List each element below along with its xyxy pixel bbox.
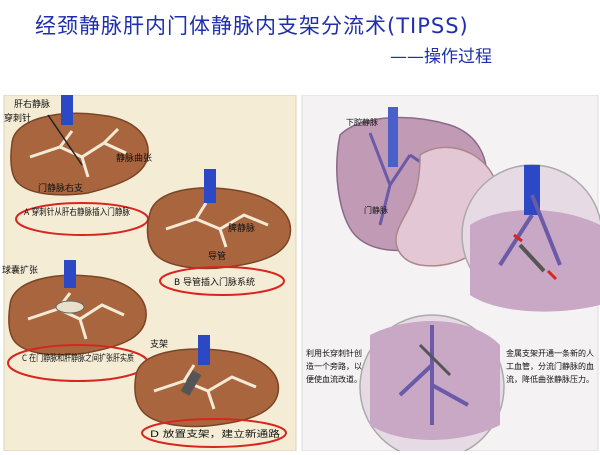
liver-c (8, 260, 147, 356)
caption-right-text: 金属支架开通一条新的人工血管，分流门静脉的血流，降低曲张静脉压力。 (506, 349, 594, 384)
zoom-circle-top (461, 164, 600, 312)
label-hepatic-vein-right: 肝右静脉 (14, 98, 50, 110)
label-puncture-needle: 穿刺针 (4, 112, 31, 124)
zoom-circle-bottom (359, 314, 505, 455)
step-d-oval (141, 418, 287, 448)
label-varices: 静脉曲张 (116, 152, 152, 164)
label-splenic-vein: 脾静脉 (228, 222, 255, 234)
liver-b (146, 169, 292, 270)
caption-left: 利用长穿刺针创造一个旁路，以便使血流改道。 (306, 349, 362, 384)
label-catheter: 导管 (208, 250, 226, 262)
label-balloon: 球囊扩张 (2, 264, 38, 276)
liver-a (10, 95, 149, 196)
step-c-label: C 在门静脉和肝静脉之间扩张肝实质 (22, 352, 134, 364)
page-subtitle: ——操作过程 (390, 47, 492, 67)
step-a-label: A 穿刺针从肝右静脉插入门静脉 (24, 206, 130, 218)
page-title: 经颈静脉肝内门体静脉内支架分流术(TIPSS) (35, 14, 469, 38)
label-ivc: 下腔静脉 (346, 117, 378, 127)
label-portal: 门静脉 (364, 205, 388, 215)
caption-right: 金属支架开通一条新的人工血管，分流门静脉的血流，降低曲张静脉压力。 (506, 349, 594, 384)
step-b-label: B 导管插入门脉系统 (174, 276, 255, 288)
right-illustration-panel: 下腔静脉 门静脉 利用长穿刺针创造一个旁路，以便使血流改道。 金属支架开通一条新… (300, 94, 600, 455)
step-b-oval (159, 266, 285, 296)
left-illustration-panel: 肝右静脉 穿刺针 静脉曲张 门静脉右支 A 穿刺针从肝右静脉插入门静脉 脾静脉 … (0, 94, 300, 452)
ivc-vessel (388, 107, 398, 167)
label-stent: 支架 (150, 338, 168, 350)
step-d-label: D 放置支架，建立新通路 (150, 428, 280, 440)
liver-d (134, 335, 280, 428)
caption-left-text: 利用长穿刺针创造一个旁路，以便使血流改道。 (306, 349, 362, 384)
label-portal-right-branch: 门静脉右支 (38, 182, 83, 194)
